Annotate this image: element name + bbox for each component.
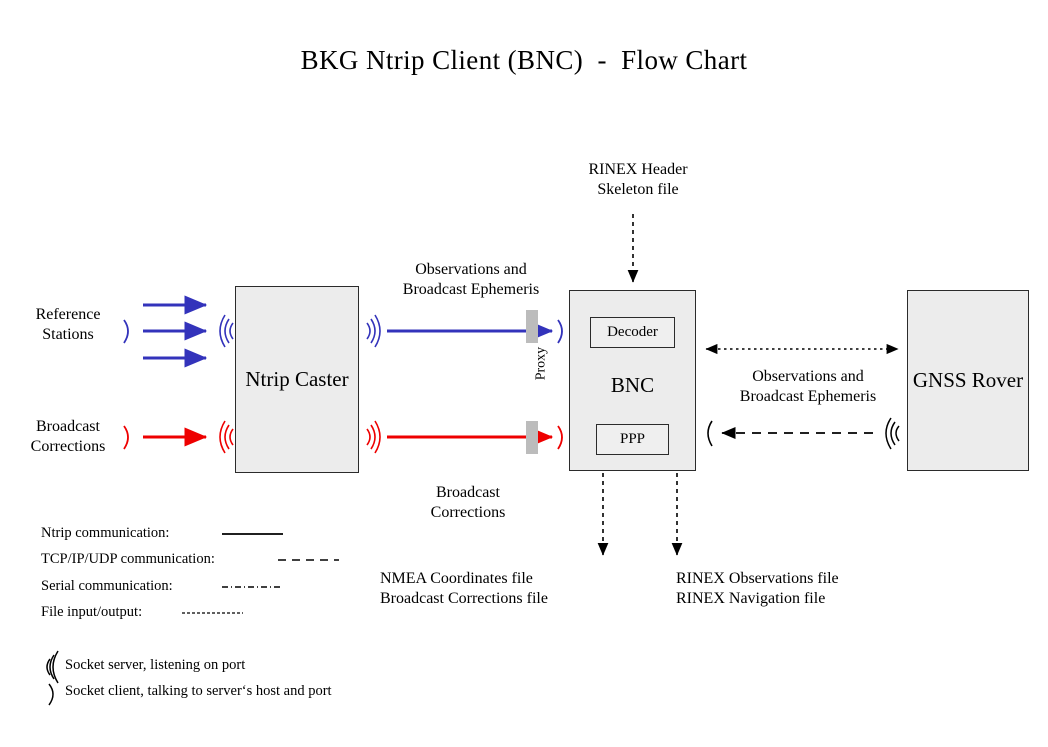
legend-item-file-input-output: File input/output: [41, 604, 143, 620]
legend-item-tcp-udp-communication: TCP/IP/UDP communication: [41, 551, 215, 567]
label-broadcast-corrections-source: Broadcast Corrections [30, 418, 106, 455]
socket-server-icon-caster-input-obs [219, 314, 234, 348]
node-decoder-label: Decoder [607, 324, 658, 340]
socket-client-icon-broadcast-corrections [123, 425, 129, 450]
proxy-bar-top [526, 310, 538, 343]
label-observations-ephemeris-caster-bnc: Observations and Broadcast Ephemeris [402, 261, 540, 298]
legend-item-ntrip-communication: Ntrip communication: [41, 525, 170, 541]
node-ntrip-caster-label: Ntrip Caster [245, 367, 349, 392]
node-ntrip-caster[interactable]: Ntrip Caster [235, 286, 359, 473]
socket-server-icon-caster-output-corr [366, 420, 381, 454]
socket-client-icon-bnc-input-obs [557, 319, 563, 344]
legend-item-serial-communication: Serial communication: [41, 578, 173, 594]
socket-client-icon-reference-stations [123, 319, 129, 344]
proxy-bar-bottom [526, 421, 538, 454]
label-broadcast-corrections-caster-bnc: Broadcast Corrections [430, 484, 506, 521]
node-gnss-rover[interactable]: GNSS Rover [907, 290, 1029, 471]
socket-server-icon-caster-input-corr [219, 420, 234, 454]
page-title: BKG Ntrip Client (BNC) - Flow Chart [300, 45, 748, 75]
label-rinex-output-files: RINEX Observations file RINEX Navigation… [676, 570, 839, 607]
socket-client-icon-bnc-input-corr [557, 425, 563, 450]
label-reference-stations: Reference Stations [35, 306, 101, 343]
edge-reference-stations-to-caster [143, 295, 208, 368]
node-decoder[interactable]: Decoder [590, 317, 675, 348]
socket-server-icon-rover [885, 417, 900, 450]
node-gnss-rover-label: GNSS Rover [912, 368, 1024, 393]
node-bnc-label: BNC [610, 373, 655, 397]
socket-server-icon-caster-output-obs [366, 314, 381, 348]
node-ppp-label: PPP [619, 431, 646, 447]
legend-socket-server-icon [46, 650, 59, 684]
legend-item-socket-client: Socket client, talking to server‘s host … [65, 683, 332, 699]
node-ppp[interactable]: PPP [596, 424, 669, 455]
legend-item-socket-server: Socket server, listening on port [65, 657, 246, 673]
label-observations-ephemeris-bnc-rover: Observations and Broadcast Ephemeris [739, 368, 877, 405]
legend-socket-client-icon [48, 683, 54, 706]
socket-client-icon-bnc-tcp [707, 420, 713, 447]
proxy-label: Proxy [533, 346, 549, 381]
label-rinex-header-skeleton-file: RINEX Header Skeleton file [588, 161, 688, 198]
label-nmea-output-files: NMEA Coordinates file Broadcast Correcti… [380, 570, 548, 607]
